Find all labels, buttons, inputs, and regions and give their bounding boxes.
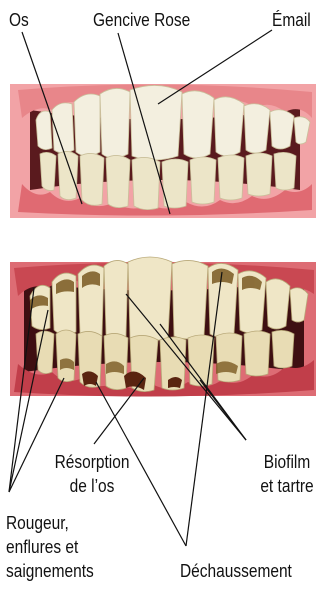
diseased-teeth-illustration (10, 257, 316, 397)
label-dechaussement: Déchaussement (180, 561, 292, 582)
healthy-teeth-illustration (10, 84, 316, 218)
label-biofilm-line1: Biofilm (248, 452, 325, 473)
label-email: Émail (272, 10, 311, 31)
label-rougeur-line1: Rougeur, (6, 513, 69, 534)
label-biofilm-line2: et tartre (245, 476, 326, 497)
label-resorption-line2: de l’os (40, 476, 143, 497)
label-gencive-rose: Gencive Rose (93, 10, 190, 31)
label-rougeur-line3: saignements (6, 561, 94, 582)
label-os: Os (9, 10, 29, 31)
label-resorption-line1: Résorption (40, 452, 143, 473)
label-rougeur-line2: enflures et (6, 537, 78, 558)
